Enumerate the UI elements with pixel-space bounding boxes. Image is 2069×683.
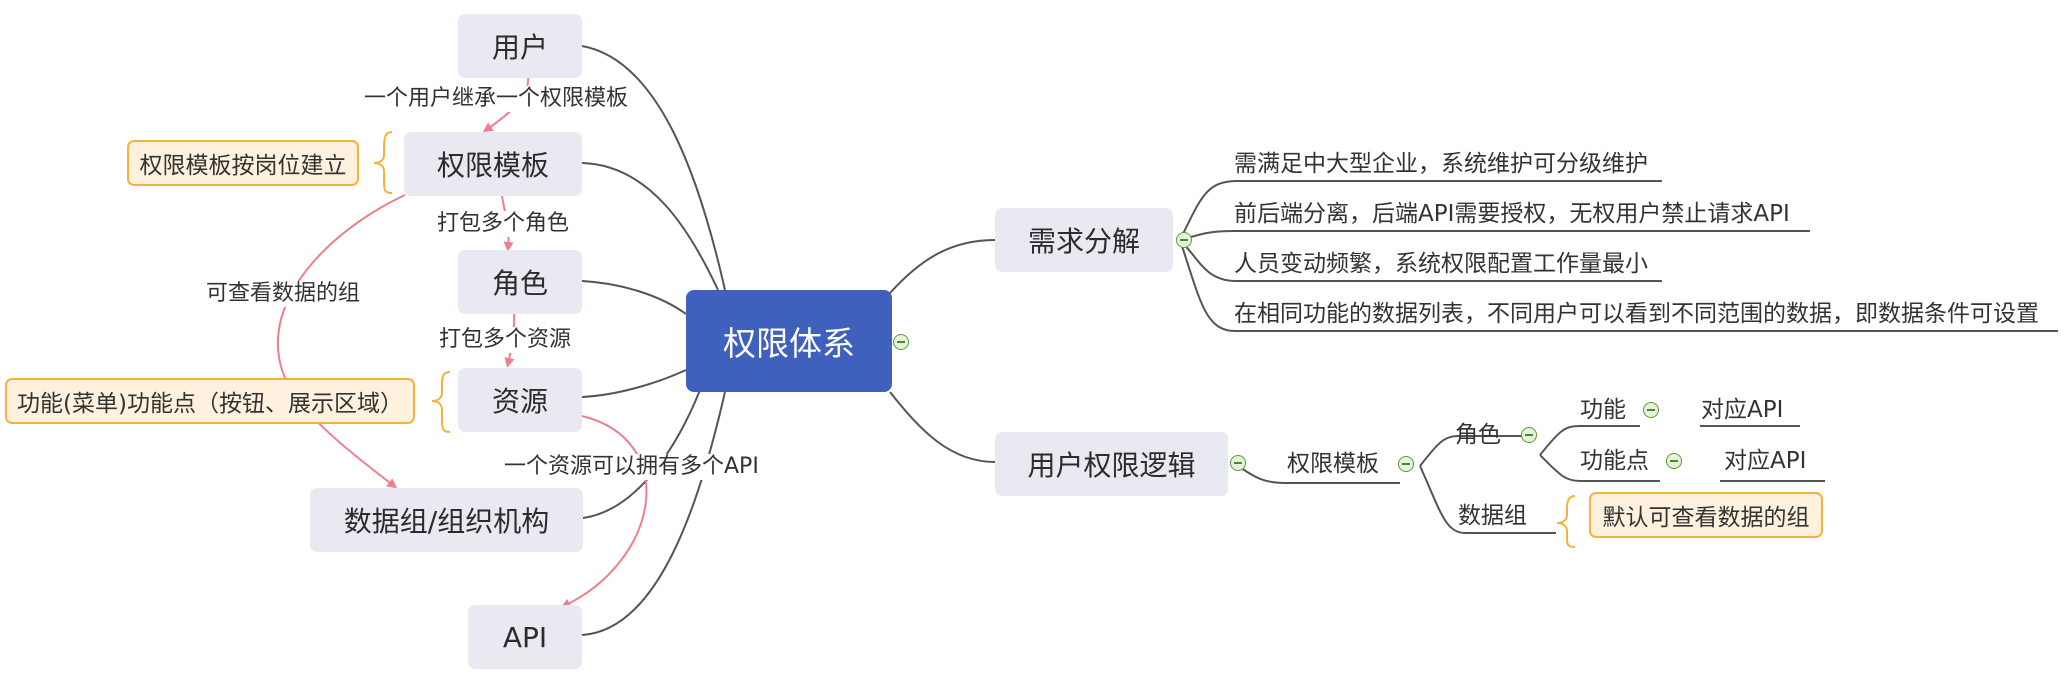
node-user-permission-logic-label: 用户权限逻辑 (1027, 449, 1196, 482)
template-to-datagroup (1419, 465, 1556, 534)
note-template[interactable]: 权限模板按岗位建立 (127, 140, 359, 186)
req-line-1 (1179, 180, 1662, 241)
collapse-icon[interactable] (1398, 456, 1414, 472)
branch-logic (889, 391, 996, 463)
collapse-icon[interactable] (893, 334, 909, 350)
requirement-item: 前后端分离，后端API需要授权，无权用户禁止请求API (1234, 201, 1790, 227)
brace-resource (431, 371, 451, 433)
logic-datagroup[interactable]: 数据组 (1458, 503, 1527, 529)
relation-resource-api: 一个资源可以拥有多个API (502, 454, 761, 480)
central-topic[interactable]: 权限体系 (686, 290, 892, 392)
collapse-icon[interactable] (1521, 427, 1537, 443)
node-datagroup[interactable]: 数据组/组织机构 (310, 488, 583, 552)
node-datagroup-label: 数据组/组织机构 (343, 505, 550, 538)
node-requirements-label: 需求分解 (1027, 225, 1140, 258)
node-permission-template-label: 权限模板 (436, 149, 549, 182)
collapse-icon[interactable] (1643, 402, 1659, 418)
relation-user-template: 一个用户继承一个权限模板 (362, 86, 631, 112)
note-datagroup[interactable]: 默认可查看数据的组 (1589, 492, 1823, 538)
branch-api (581, 391, 726, 636)
rel-template-datagroup (276, 194, 406, 489)
note-resource[interactable]: 功能(菜单)功能点（按钮、展示区域） (5, 378, 415, 424)
node-requirements[interactable]: 需求分解 (995, 208, 1173, 272)
note-template-label: 权限模板按岗位建立 (139, 153, 347, 179)
logic-template[interactable]: 权限模板 (1287, 451, 1379, 477)
note-resource-label: 功能(菜单)功能点（按钮、展示区域） (17, 391, 403, 417)
node-user-label: 用户 (491, 31, 548, 64)
collapse-icon[interactable] (1176, 232, 1192, 248)
central-topic-label: 权限体系 (723, 324, 855, 363)
role-to-function-point (1539, 454, 1660, 482)
branch-resource (581, 369, 687, 398)
logic-role[interactable]: 角色 (1455, 422, 1501, 448)
node-permission-template[interactable]: 权限模板 (404, 132, 582, 196)
requirement-item: 需满足中大型企业，系统维护可分级维护 (1234, 151, 1648, 177)
logic-function-api: 对应API (1701, 397, 1784, 423)
req-line-4 (1179, 239, 2058, 332)
logic-function-point[interactable]: 功能点 (1580, 448, 1649, 474)
relation-template-datagroup: 可查看数据的组 (204, 281, 363, 307)
rel-resource-api (560, 415, 648, 608)
brace-template (373, 131, 393, 194)
relation-template-role: 打包多个角色 (435, 211, 572, 237)
requirement-item: 人员变动频繁，系统权限配置工作量最小 (1234, 251, 1648, 277)
node-resource[interactable]: 资源 (458, 368, 582, 432)
logic-function[interactable]: 功能 (1580, 397, 1626, 423)
branch-role (581, 280, 687, 315)
relation-role-resource: 打包多个资源 (437, 327, 574, 353)
node-api[interactable]: API (468, 605, 582, 669)
requirement-item: 在相同功能的数据列表，不同用户可以看到不同范围的数据，即数据条件可设置 (1234, 301, 2039, 327)
node-resource-label: 资源 (491, 385, 548, 418)
logic-function-point-api: 对应API (1724, 448, 1807, 474)
branch-requirements (889, 239, 996, 294)
node-user-permission-logic[interactable]: 用户权限逻辑 (995, 432, 1228, 496)
branch-template (581, 162, 719, 291)
node-role-label: 角色 (491, 267, 548, 300)
node-api-label: API (502, 620, 548, 654)
collapse-icon[interactable] (1230, 455, 1246, 471)
branch-user (581, 45, 726, 291)
node-user[interactable]: 用户 (458, 14, 582, 78)
role-to-function (1539, 425, 1640, 456)
brace-datagroup (1556, 495, 1576, 548)
template-to-role (1419, 435, 1525, 467)
note-datagroup-label: 默认可查看数据的组 (1602, 505, 1810, 531)
collapse-icon[interactable] (1666, 453, 1682, 469)
node-role[interactable]: 角色 (458, 250, 582, 314)
req-line-2 (1179, 230, 1810, 241)
